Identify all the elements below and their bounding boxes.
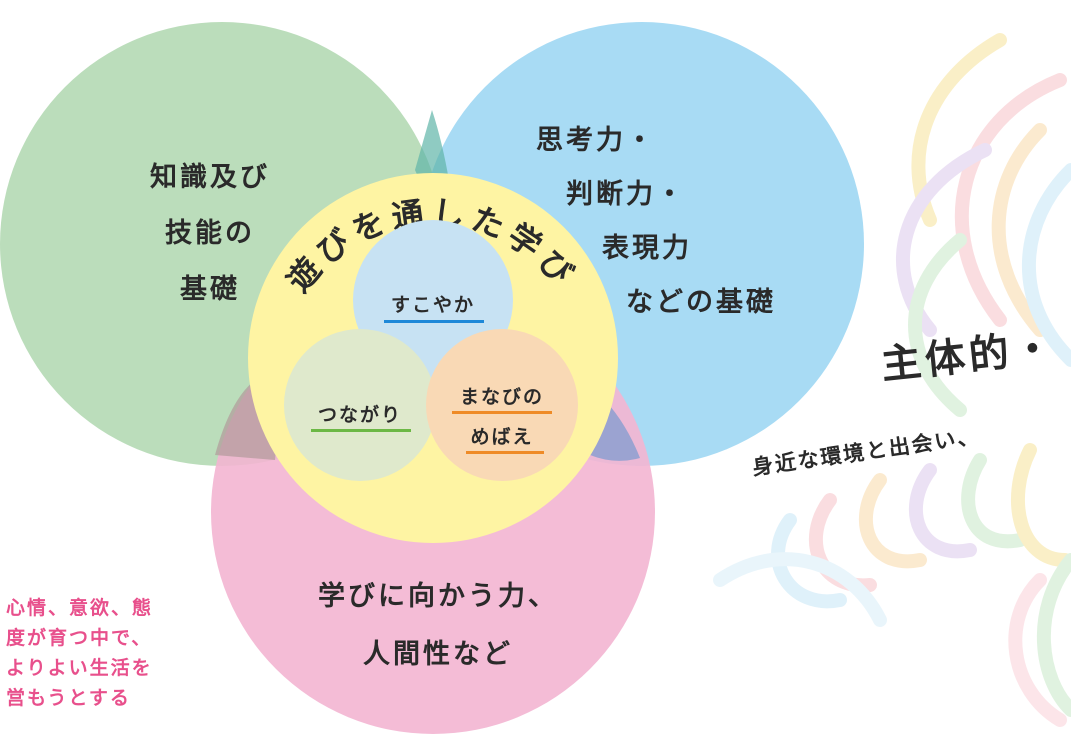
thinking-line-2: 判断力・ bbox=[566, 179, 686, 210]
attitude-line-2: 人間性など bbox=[363, 639, 513, 670]
knowledge-label: 知識及び 技能の 基礎 bbox=[120, 150, 300, 318]
thinking-line-1: 思考力・ bbox=[536, 125, 656, 156]
knowledge-line-2: 技能の bbox=[165, 218, 255, 249]
sukoyaka-underline bbox=[384, 320, 484, 323]
manabi-underline-1 bbox=[452, 411, 552, 414]
sukoyaka-label: すこやか bbox=[390, 294, 475, 316]
manabi-circle bbox=[426, 329, 578, 481]
thinking-line-4: などの基礎 bbox=[626, 287, 776, 318]
tsunagari-label: つながり bbox=[317, 404, 402, 426]
thinking-line-3: 表現力 bbox=[602, 233, 692, 264]
tsunagari-circle bbox=[284, 329, 436, 481]
side-note-line-4: 営もうとする bbox=[6, 687, 131, 709]
side-note: 心情、意欲、態 度が育つ中で、 よりよい生活を 営もうとする bbox=[6, 593, 153, 713]
manabi-label-1: まなびの bbox=[459, 386, 544, 408]
thinking-label: 思考力・ 判断力・ 表現力 などの基礎 bbox=[520, 114, 820, 330]
attitude-line-1: 学びに向かう力、 bbox=[318, 581, 558, 612]
decorative-swirl bbox=[713, 33, 1071, 727]
manabi-underline-2 bbox=[466, 451, 544, 454]
side-note-line-1: 心情、意欲、態 bbox=[6, 597, 154, 619]
knowledge-line-1: 知識及び bbox=[150, 162, 270, 193]
side-note-line-3: よりよい生活を bbox=[6, 657, 153, 679]
knowledge-line-3: 基礎 bbox=[180, 274, 240, 305]
attitude-label: 学びに向かう力、 人間性など bbox=[283, 568, 593, 684]
side-note-line-2: 度が育つ中で、 bbox=[6, 627, 153, 649]
tsunagari-underline bbox=[311, 429, 411, 432]
manabi-label-2: めばえ bbox=[470, 426, 534, 448]
